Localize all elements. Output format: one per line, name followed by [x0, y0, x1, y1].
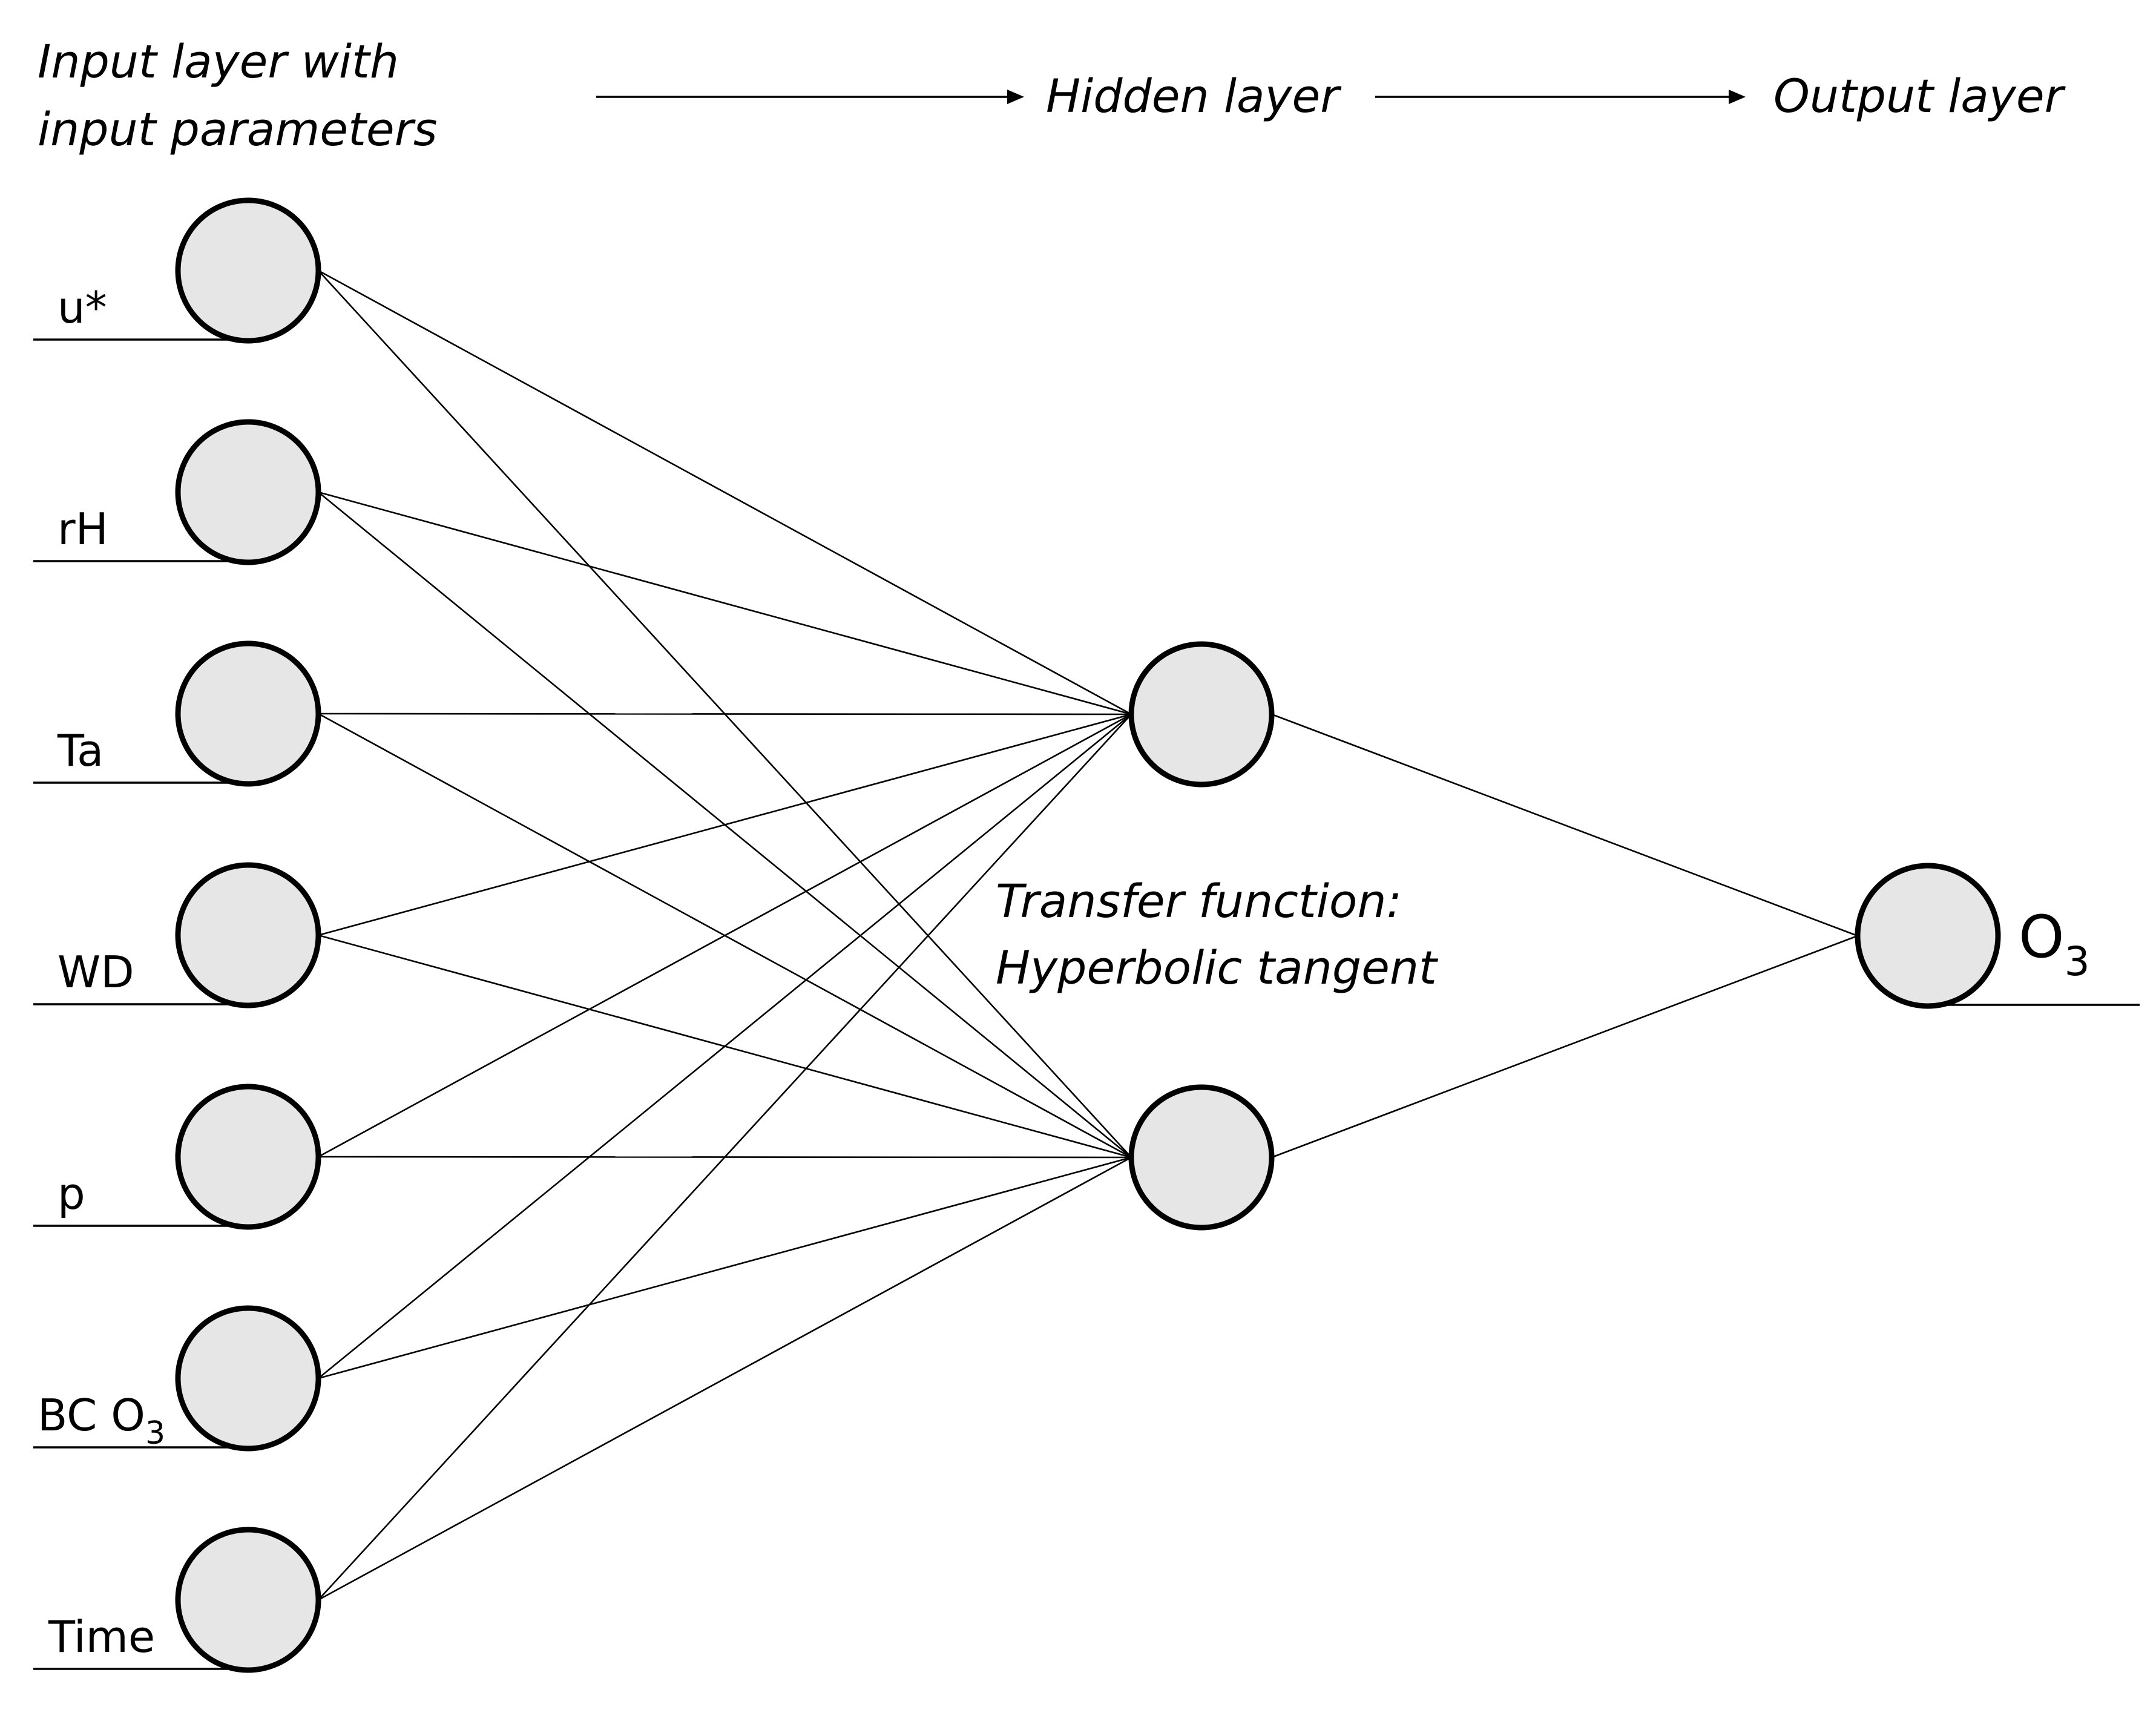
- input-label-time: Time: [48, 1611, 155, 1662]
- input-node-wd: [175, 862, 321, 1008]
- arrow-to-hidden-head: [1007, 90, 1024, 104]
- input-layer-header-line2: input parameters: [38, 102, 437, 156]
- input-label-p: p: [58, 1168, 85, 1219]
- output-label-o3: O3: [2019, 903, 2090, 985]
- connection-time-h1: [318, 714, 1132, 1600]
- output-label-sub-o3: 3: [2065, 938, 2090, 985]
- input-label-sub-bc-o3: 3: [145, 1415, 165, 1452]
- input-label-wd: WD: [58, 947, 134, 998]
- connection-rh-h1: [318, 491, 1132, 715]
- input-layer-header-line1: Input layer with: [38, 35, 399, 88]
- input-node-ta: [175, 640, 321, 787]
- hidden-node-h1: [1128, 641, 1275, 788]
- hidden-layer-header: Hidden layer: [1046, 69, 1342, 123]
- input-label-u-star: u*: [58, 282, 107, 333]
- connection-bc-o3-h1: [318, 713, 1132, 1380]
- transfer-function-line2: Hyperbolic tangent: [996, 941, 1439, 995]
- transfer-function-line1: Transfer function:: [996, 874, 1402, 928]
- connection-wd-h1: [318, 713, 1132, 936]
- connection-time-h2: [318, 1156, 1132, 1601]
- output-layer-header: Output layer: [1773, 69, 2066, 123]
- input-node-u-star: [175, 197, 321, 344]
- input-node-rh: [175, 419, 321, 565]
- connection-p-h1: [318, 713, 1132, 1158]
- connection-h2-o3: [1271, 935, 1858, 1159]
- input-label-rh: rH: [58, 504, 108, 554]
- input-node-time: [175, 1527, 321, 1673]
- connections: [318, 269, 1858, 1601]
- input-label-bc-o3: BC O3: [38, 1390, 165, 1452]
- connection-u-star-h1: [318, 269, 1132, 715]
- output-node-o3: [1855, 863, 2001, 1009]
- input-node-bc-o3: [175, 1305, 321, 1452]
- connection-bc-o3-h2: [318, 1156, 1132, 1380]
- input-node-p: [175, 1084, 321, 1230]
- connection-h1-o3: [1271, 713, 1858, 937]
- arrow-to-output-head: [1729, 90, 1746, 104]
- input-label-ta: Ta: [57, 725, 104, 776]
- hidden-node-h2: [1128, 1084, 1275, 1231]
